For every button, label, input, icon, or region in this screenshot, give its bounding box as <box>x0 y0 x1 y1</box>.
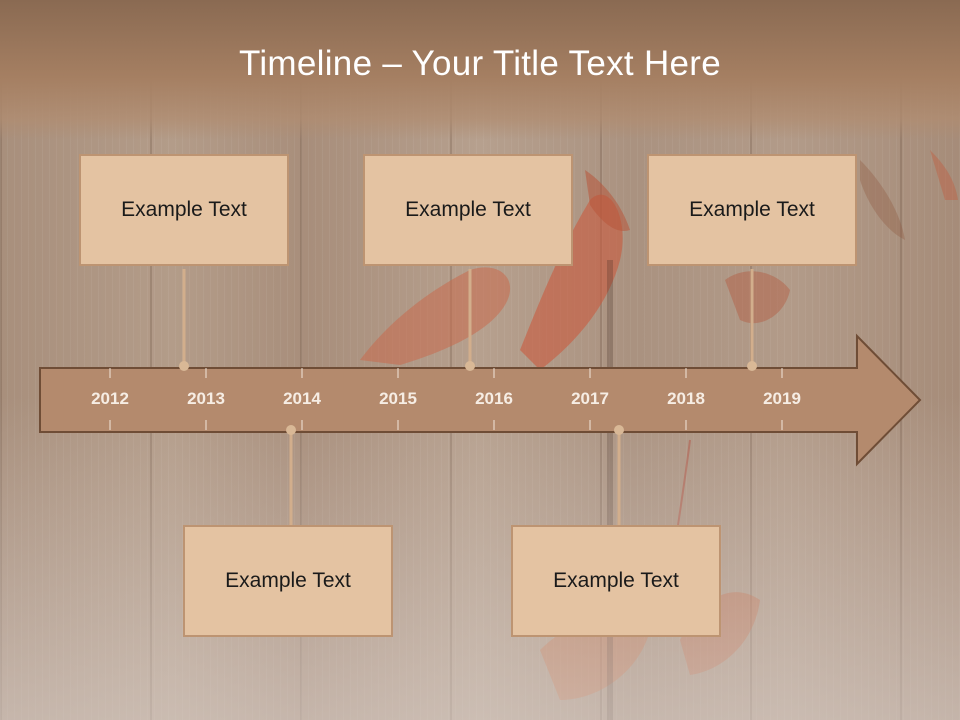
connector-dot <box>614 425 624 435</box>
connector-dot <box>179 361 189 371</box>
event-box: Example Text <box>183 525 393 637</box>
event-box: Example Text <box>647 154 857 266</box>
year-label: 2012 <box>91 389 129 408</box>
year-label: 2017 <box>571 389 609 408</box>
title-banner <box>0 0 960 140</box>
event-text: Example Text <box>553 569 679 592</box>
event-text: Example Text <box>405 198 531 221</box>
year-label: 2018 <box>667 389 705 408</box>
connector-dot <box>747 361 757 371</box>
connector-dot <box>286 425 296 435</box>
event-text: Example Text <box>225 569 351 592</box>
slide-title: Timeline – Your Title Text Here <box>238 44 722 83</box>
event-box: Example Text <box>511 525 721 637</box>
event-text: Example Text <box>689 198 815 221</box>
year-label: 2013 <box>187 389 225 408</box>
event-text: Example Text <box>121 198 247 221</box>
event-box: Example Text <box>363 154 573 266</box>
year-label: 2016 <box>475 389 513 408</box>
connector-dot <box>465 361 475 371</box>
year-label: 2014 <box>283 389 321 408</box>
year-label: 2015 <box>379 389 417 408</box>
event-box: Example Text <box>79 154 289 266</box>
year-label: 2019 <box>763 389 801 408</box>
timeline-arrow <box>39 333 922 467</box>
